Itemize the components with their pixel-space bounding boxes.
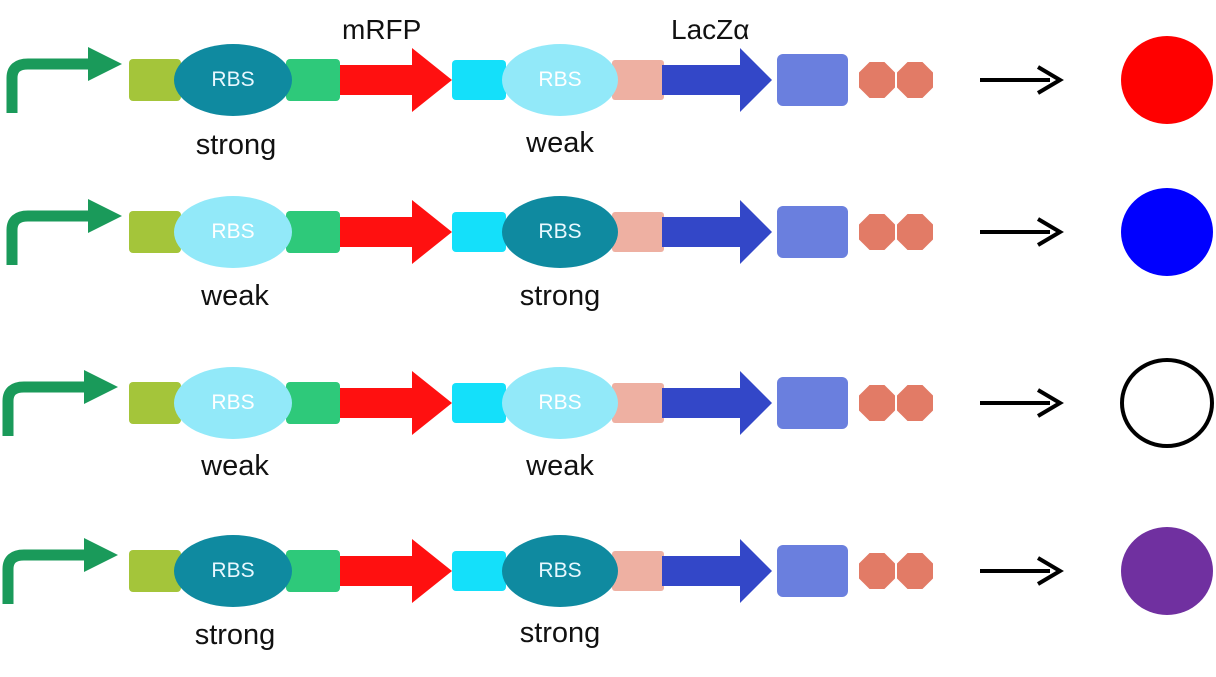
promoter-icon [6,58,90,113]
pink-block [612,383,664,423]
result-arrow-head-icon [1036,217,1064,247]
mrfp-gene-arrow [340,48,452,112]
rbs1-label: RBS [211,68,255,91]
rbs1-ellipse [174,367,292,439]
cyan-block [452,212,506,252]
terminator-block [777,377,848,429]
rbs1-strength-label: strong [194,619,276,651]
rbs1-ellipse [174,44,292,116]
result-colony-circle [1120,358,1214,448]
result-arrow-head-icon [1036,556,1064,586]
rbs2-ellipse [502,535,618,607]
terminator-octagon-1 [859,385,895,421]
cyan-block [452,551,506,591]
upstream-block [129,211,181,253]
upstream-block [129,550,181,592]
rbs2-label: RBS [538,391,582,414]
rbs2-strength-label: strong [519,280,601,312]
upstream-block [129,59,181,101]
pink-block [612,60,664,100]
rbs1-strength-label: weak [201,280,269,312]
promoter-arrowhead-icon [84,370,118,404]
rbs2-ellipse [502,196,618,268]
rbs2-ellipse [502,44,618,116]
cyan-block [452,383,506,423]
spacer-block [286,59,340,101]
terminator-octagon-1 [859,553,895,589]
rbs2-strength-label: strong [519,617,601,649]
terminator-octagon-2 [897,62,933,98]
pink-block [612,212,664,252]
rbs2-strength-label: weak [526,450,594,482]
rbs1-ellipse [174,535,292,607]
terminator-octagon-2 [897,214,933,250]
terminator-block [777,206,848,258]
terminator-octagon-2 [897,553,933,589]
rbs2-ellipse [502,367,618,439]
terminator-octagon-2 [897,385,933,421]
cyan-block [452,60,506,100]
mrfp-gene-arrow [340,371,452,435]
result-colony-circle [1121,527,1213,615]
promoter-arrowhead-icon [88,47,122,81]
promoter-icon [2,381,86,436]
lacz-gene-arrow [662,200,772,264]
gene2-label: LacZα [671,14,750,45]
rbs2-strength-label: weak [526,127,594,159]
rbs1-ellipse [174,196,292,268]
result-arrow-head-icon [1036,388,1064,418]
terminator-block [777,545,848,597]
result-colony-circle [1121,188,1213,276]
rbs1-label: RBS [211,559,255,582]
promoter-arrowhead-icon [88,199,122,233]
upstream-block [129,382,181,424]
lacz-gene-arrow [662,539,772,603]
pink-block [612,551,664,591]
promoter-icon [6,210,90,265]
gene1-label: mRFP [342,14,422,45]
mrfp-gene-arrow [340,539,452,603]
promoter-icon [2,549,86,604]
rbs2-label: RBS [538,68,582,91]
lacz-gene-arrow [662,371,772,435]
terminator-octagon-1 [859,214,895,250]
promoter-arrowhead-icon [84,538,118,572]
result-arrow-head-icon [1036,65,1064,95]
result-colony-circle [1121,36,1213,124]
rbs2-label: RBS [538,220,582,243]
rbs1-strength-label: weak [201,450,269,482]
mrfp-gene-arrow [340,200,452,264]
lacz-gene-arrow [662,48,772,112]
spacer-block [286,211,340,253]
rbs1-strength-label: strong [195,129,277,161]
terminator-block [777,54,848,106]
spacer-block [286,382,340,424]
spacer-block [286,550,340,592]
rbs1-label: RBS [211,220,255,243]
rbs1-label: RBS [211,391,255,414]
terminator-octagon-1 [859,62,895,98]
rbs2-label: RBS [538,559,582,582]
